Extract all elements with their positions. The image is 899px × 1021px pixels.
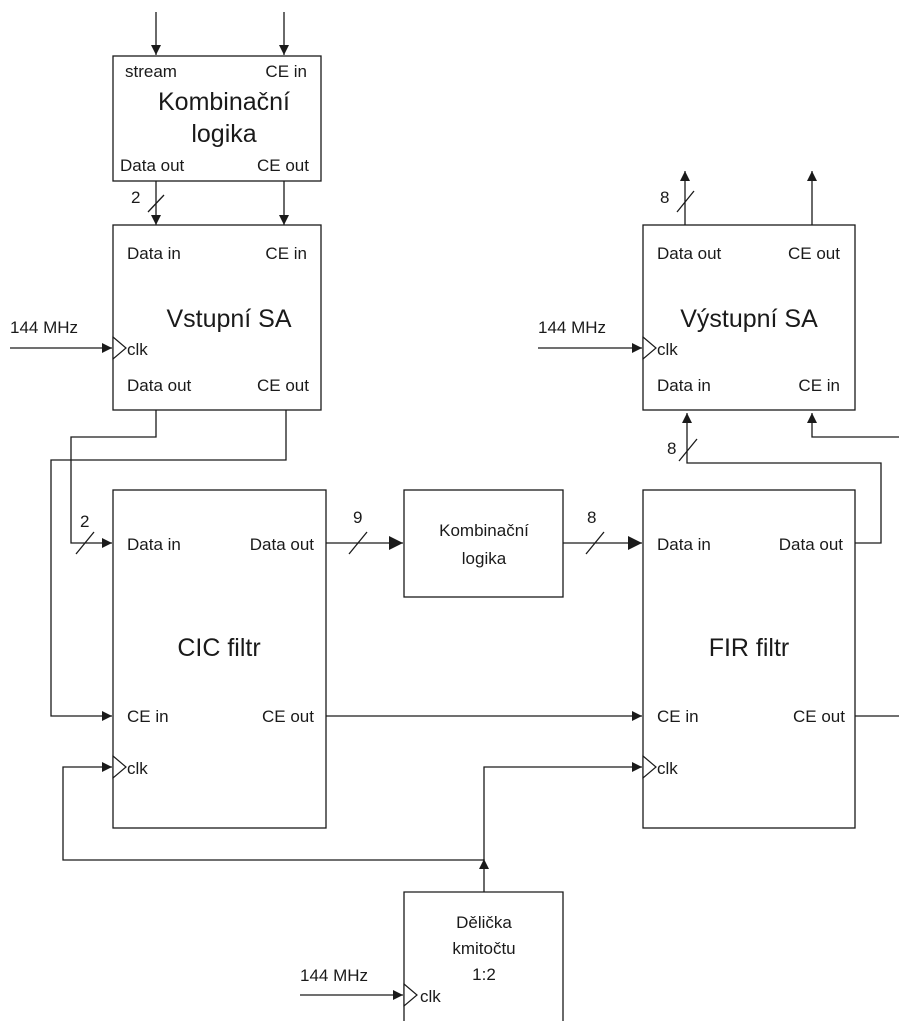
ce-to-vystupni xyxy=(807,413,899,438)
block-title: Výstupní SA xyxy=(680,305,818,333)
block-title: FIR filtr xyxy=(709,634,790,662)
port-ce-in: CE in xyxy=(127,707,169,726)
block-fir-filtr: Data in Data out FIR filtr CE in CE out … xyxy=(642,489,856,829)
clock-triangle-icon xyxy=(403,982,418,1008)
block-delicka-kmitoctu: Dělička kmitočtu 1:2 clk xyxy=(403,891,564,1021)
data-bus-fir-to-vystupni xyxy=(682,413,882,544)
clock-source-label: 144 MHz xyxy=(10,318,78,337)
bus-slash xyxy=(678,438,698,462)
port-data-in: Data in xyxy=(127,535,181,554)
port-ce-out: CE out xyxy=(257,156,309,175)
block-title: Vstupní SA xyxy=(166,305,291,333)
block-kombinacni-logika-top: stream CE in Kombinační logika Data out … xyxy=(112,55,322,182)
port-clk: clk xyxy=(127,340,148,359)
bus-width-label: 8 xyxy=(667,439,676,458)
bus-width-label: 8 xyxy=(660,188,669,207)
clock-source-label: 144 MHz xyxy=(538,318,606,337)
bus-width-label: 9 xyxy=(353,508,362,527)
block-title-line3: 1:2 xyxy=(472,965,496,984)
bus-width-label: 2 xyxy=(131,188,140,207)
port-data-in: Data in xyxy=(657,535,711,554)
block-vystupni-sa: Data out CE out Výstupní SA clk Data in … xyxy=(642,224,856,411)
port-ce-out: CE out xyxy=(262,707,314,726)
port-clk: clk xyxy=(657,759,678,778)
bus-slash xyxy=(75,531,95,555)
clock-triangle-icon xyxy=(112,754,127,780)
port-clk: clk xyxy=(420,987,441,1006)
bus-slash xyxy=(676,190,695,213)
block-kombinacni-logika-mid: Kombinační logika xyxy=(403,489,564,598)
port-ce-in: CE in xyxy=(798,376,840,395)
block-vstupni-sa: Data in CE in Vstupní SA clk Data out CE… xyxy=(112,224,322,411)
port-clk: clk xyxy=(127,759,148,778)
port-data-out: Data out xyxy=(250,535,315,554)
clock-source-label: 144 MHz xyxy=(300,966,368,985)
port-data-in: Data in xyxy=(657,376,711,395)
clock-triangle-icon xyxy=(642,335,657,361)
port-ce-in: CE in xyxy=(657,707,699,726)
bus-slash xyxy=(348,531,368,555)
block-title-line2: logika xyxy=(191,120,256,148)
port-data-out: Data out xyxy=(779,535,844,554)
bus-slash xyxy=(147,194,165,213)
port-ce-in: CE in xyxy=(265,62,307,81)
clock-triangle-icon xyxy=(642,754,657,780)
port-ce-out: CE out xyxy=(257,376,309,395)
block-title-line1: Dělička xyxy=(456,913,512,932)
block-title-line1: Kombinační xyxy=(439,521,529,540)
block-cic-filtr: Data in Data out CIC filtr CE in CE out … xyxy=(112,489,327,829)
clock-triangle-icon xyxy=(112,335,127,361)
port-data-out: Data out xyxy=(127,376,192,395)
port-data-out: Data out xyxy=(657,244,722,263)
ce-vstupni-to-cic xyxy=(50,410,287,721)
port-ce-out: CE out xyxy=(793,707,845,726)
port-ce-in: CE in xyxy=(265,244,307,263)
clock-to-cic xyxy=(62,762,484,861)
block-title-line2: kmitočtu xyxy=(452,939,515,958)
port-data-out: Data out xyxy=(120,156,185,175)
block-title: CIC filtr xyxy=(177,634,260,662)
bus-width-label: 8 xyxy=(587,508,596,527)
port-clk: clk xyxy=(657,340,678,359)
block-title-line1: Kombinační xyxy=(158,88,290,116)
port-ce-out: CE out xyxy=(788,244,840,263)
bus-slash xyxy=(585,531,605,555)
clock-to-fir xyxy=(483,762,642,860)
block-title-line2: logika xyxy=(462,549,507,568)
port-data-in: Data in xyxy=(127,244,181,263)
bus-width-label: 2 xyxy=(80,512,89,531)
port-stream: stream xyxy=(125,62,177,81)
